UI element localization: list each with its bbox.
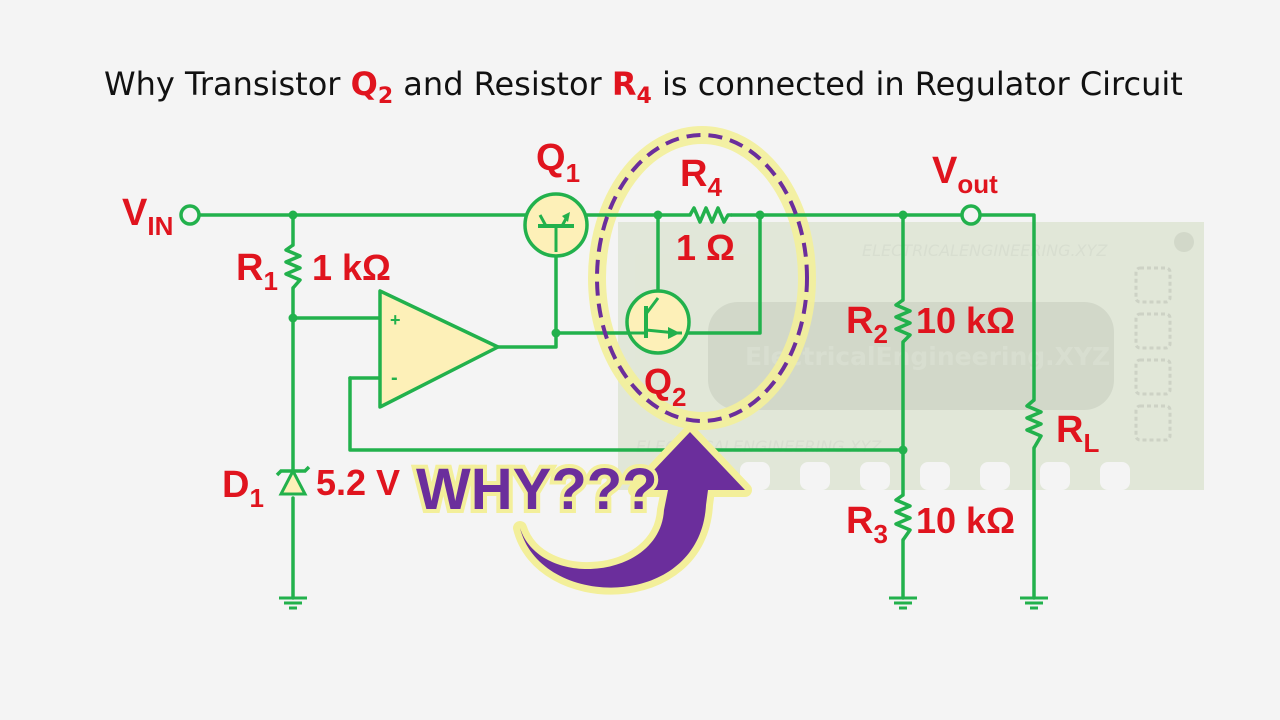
watermark-chip-window: [708, 302, 1114, 410]
label-rl: RL: [1056, 409, 1099, 458]
resistor-r4: [688, 206, 732, 224]
watermark-pad: [1134, 266, 1172, 304]
watermark-notch: [920, 462, 950, 490]
watermark-notch: [1040, 462, 1070, 490]
wires: [198, 213, 1036, 600]
label-r4: R4: [680, 153, 722, 202]
watermark-text-main: ElectricalEngineering.XYZ: [745, 342, 1110, 371]
watermark-text-top: ELECTRICALENGINEERING.XYZ: [862, 241, 1108, 260]
why-text: WHY???: [416, 457, 658, 522]
op-amp-triangle: [378, 289, 500, 409]
resistor-rl: [1025, 398, 1043, 449]
label-r3: R3: [846, 500, 888, 549]
label-r1-value: 1 kΩ: [312, 247, 391, 288]
junction-dot: [551, 328, 561, 338]
label-vout: Vout: [932, 150, 998, 199]
junction-dot: [898, 445, 908, 455]
q2-emitter-arrow: [668, 327, 680, 339]
op-amp-minus: -: [391, 367, 398, 389]
label-r2: R2: [846, 300, 888, 349]
junction-dot: [755, 210, 765, 220]
transistor-q2: [625, 289, 691, 355]
label-d1-value: 5.2 V: [316, 462, 400, 503]
label-r3-value: 10 kΩ: [916, 500, 1015, 541]
junctions: [288, 210, 908, 455]
junction-dot: [898, 210, 908, 220]
junction-dot: [653, 210, 663, 220]
wire-vout-to-rl: [980, 213, 1036, 402]
watermark-notch: [800, 462, 830, 490]
watermark: ElectricalEngineering.XYZ ELECTRICALENGI…: [618, 222, 1204, 490]
watermark-notch: [980, 462, 1010, 490]
watermark-chip-dot: [1174, 232, 1194, 252]
label-r2-value: 10 kΩ: [916, 300, 1015, 341]
junction-dot: [288, 210, 298, 220]
ground-symbol: [1020, 596, 1048, 610]
highlight-dashed-ellipse: [595, 133, 809, 423]
watermark-pad: [1134, 404, 1172, 442]
ground-symbol: [279, 596, 307, 610]
zener-diode-d1: [275, 465, 311, 496]
wire-opamp-out-to-q1: [496, 250, 558, 349]
junction-dot: [288, 313, 298, 323]
slide-title: Why Transistor Q2 and Resistor R4 is con…: [104, 65, 1183, 109]
ground-symbol: [889, 596, 917, 610]
label-r1: R1: [236, 247, 278, 296]
label-q2: Q2: [644, 361, 686, 412]
watermark-pad: [1134, 358, 1172, 396]
q2-body: [625, 289, 691, 355]
wire-feedback: [348, 376, 905, 452]
vout-terminal: [960, 204, 982, 226]
op-amp-plus: +: [390, 310, 401, 330]
q1-emitter-arrow: [562, 212, 570, 222]
wire-q2-emitter: [680, 213, 762, 335]
watermark-notch: [1100, 462, 1130, 490]
curved-arrow-icon: [513, 425, 752, 595]
zener-triangle: [278, 467, 308, 496]
watermark-notch: [860, 462, 890, 490]
grounds: [279, 596, 1048, 610]
resistors: [284, 206, 1043, 542]
op-amp: + -: [378, 289, 500, 409]
transistor-q1: [523, 192, 589, 258]
label-vin: VIN: [122, 192, 173, 241]
resistor-r1: [284, 243, 302, 290]
label-d1: D1: [222, 464, 264, 513]
resistor-r3: [894, 493, 912, 542]
watermark-pad: [1134, 312, 1172, 350]
zener-bar: [275, 465, 311, 477]
label-r4-value: 1 Ω: [676, 227, 735, 268]
label-q1: Q1: [536, 137, 580, 188]
resistor-r2: [894, 298, 912, 344]
vin-terminal: [179, 204, 201, 226]
